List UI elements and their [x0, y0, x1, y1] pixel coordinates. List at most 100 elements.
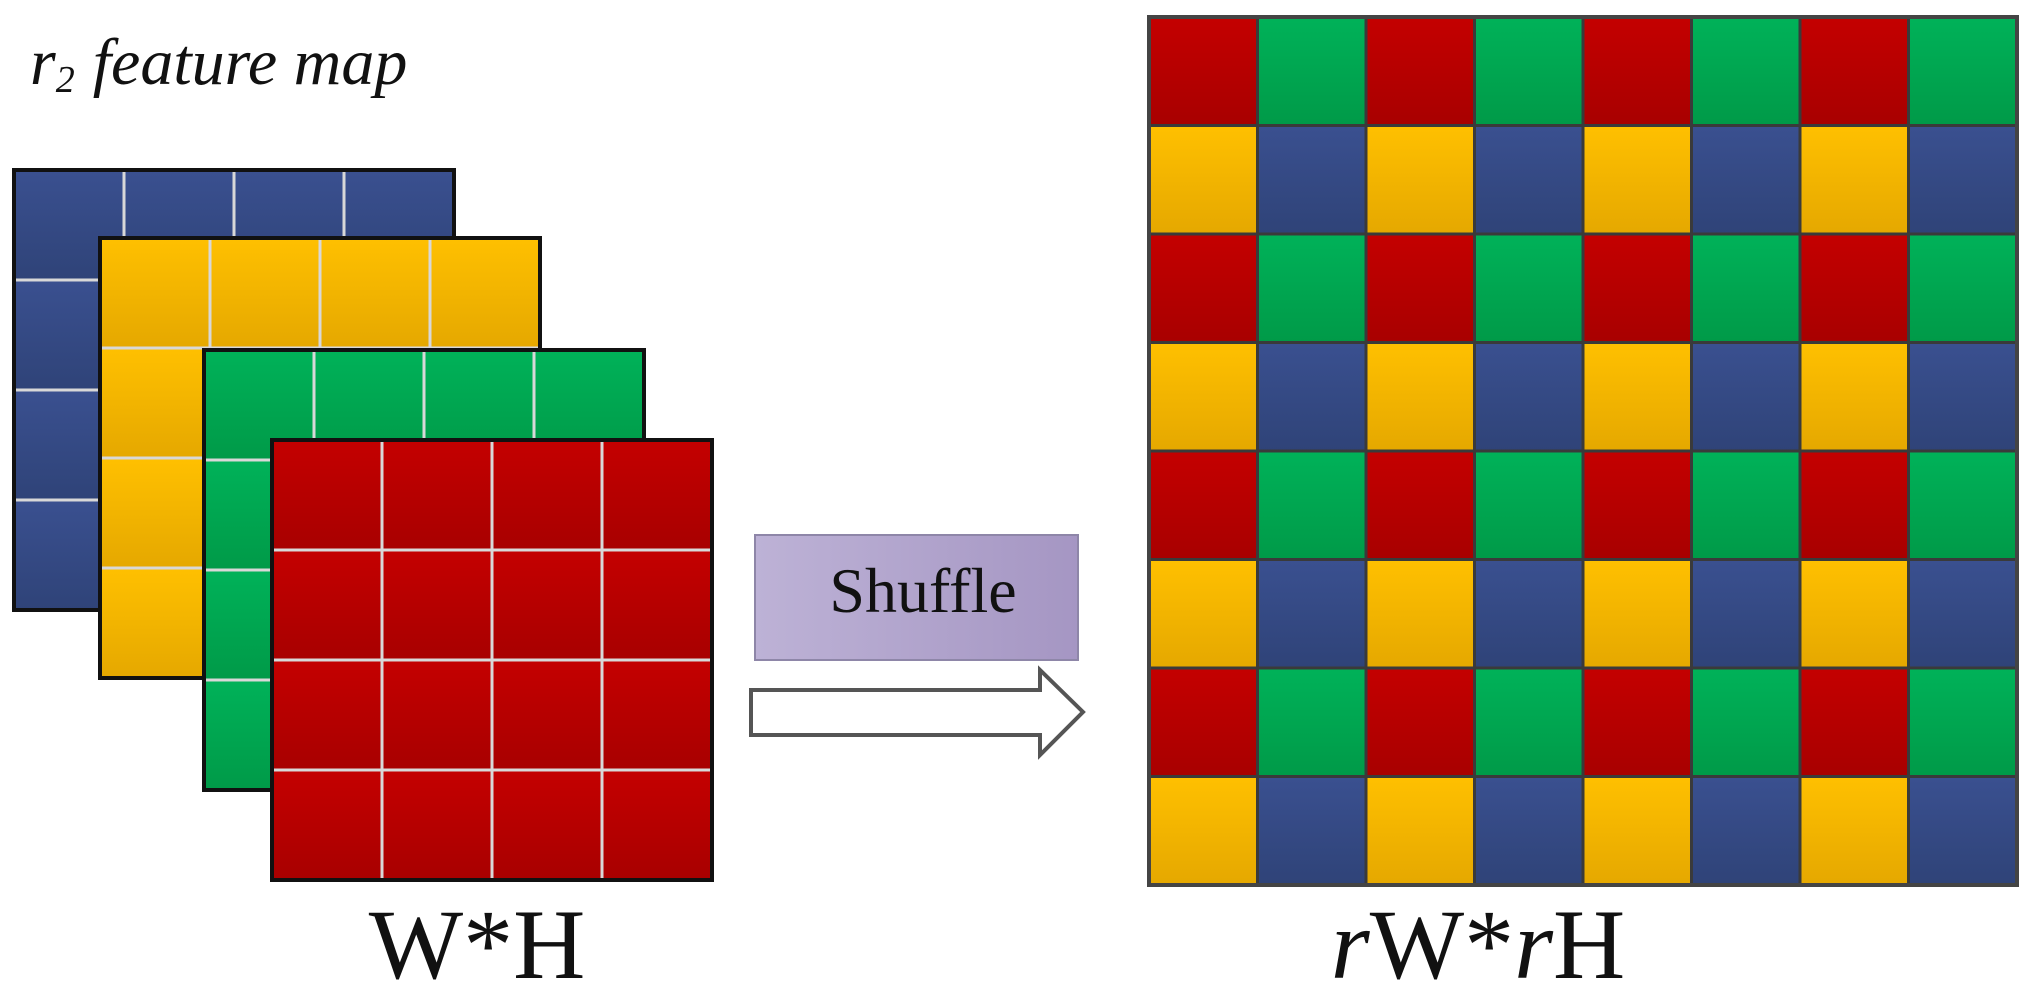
- output-cell-green: [1256, 666, 1368, 778]
- output-cell-blue: [1907, 124, 2019, 236]
- input-layer-yellow-cell: [98, 346, 212, 460]
- output-cell-green: [1907, 449, 2019, 561]
- output-cell-yellow: [1581, 558, 1693, 670]
- output-high-resolution-grid: [1147, 15, 2019, 887]
- output-cell-red: [1798, 15, 1910, 127]
- output-cell-red: [1798, 666, 1910, 778]
- input-layer-yellow-cell: [98, 456, 212, 570]
- input-layer-yellow-cell: [318, 236, 432, 350]
- output-cell-green: [1690, 232, 1802, 344]
- output-cell-red: [1581, 666, 1693, 778]
- input-layer-red-border: [270, 438, 714, 882]
- shuffle-box: Shuffle: [754, 534, 1079, 661]
- input-layer-red-cell: [270, 768, 384, 882]
- input-feature-map-stack: [12, 168, 714, 882]
- output-cell-blue: [1256, 775, 1368, 887]
- output-cell-yellow: [1581, 124, 1693, 236]
- input-layer-red-cell: [490, 658, 604, 772]
- output-cell-yellow: [1581, 775, 1693, 887]
- output-label-r2: r: [1514, 889, 1554, 993]
- output-dimension-label: rW*rH: [1331, 889, 1625, 993]
- output-cell-blue: [1473, 124, 1585, 236]
- output-cell-green: [1473, 666, 1585, 778]
- output-cell-blue: [1256, 341, 1368, 453]
- output-cell-yellow: [1798, 558, 1910, 670]
- output-cell-yellow: [1147, 341, 1259, 453]
- input-layer-red-cell: [380, 438, 494, 552]
- title-subscript: 2: [56, 59, 75, 101]
- input-layer-red-cell: [490, 768, 604, 882]
- title-text: feature map: [93, 26, 408, 99]
- output-cell-red: [1798, 232, 1910, 344]
- output-cell-red: [1581, 15, 1693, 127]
- output-cell-blue: [1690, 341, 1802, 453]
- output-cell-green: [1256, 232, 1368, 344]
- shuffle-box-background: [754, 534, 1079, 661]
- input-layer-red-cell: [380, 548, 494, 662]
- input-layer-red-cell: [600, 548, 714, 662]
- output-cell-blue: [1256, 558, 1368, 670]
- input-layer-red-cell: [490, 548, 604, 662]
- output-cell-green: [1690, 449, 1802, 561]
- input-layer-yellow-cell: [98, 566, 212, 680]
- output-cell-green: [1256, 15, 1368, 127]
- input-layer-yellow-cell: [428, 236, 542, 350]
- output-label-r1: r: [1331, 889, 1371, 993]
- output-cell-blue: [1690, 775, 1802, 887]
- output-cell-green: [1907, 666, 2019, 778]
- input-layer-red-cell: [600, 438, 714, 552]
- output-cell-green: [1256, 449, 1368, 561]
- output-cell-red: [1581, 449, 1693, 561]
- output-cell-blue: [1690, 124, 1802, 236]
- output-cell-blue: [1690, 558, 1802, 670]
- output-cell-green: [1473, 232, 1585, 344]
- input-layer-red-cell: [600, 768, 714, 882]
- output-cell-red: [1364, 449, 1476, 561]
- shuffle-arrow-icon: [749, 665, 1086, 760]
- output-cell-blue: [1907, 775, 2019, 887]
- input-layer-yellow-cell: [98, 236, 212, 350]
- output-cell-red: [1147, 15, 1259, 127]
- output-cell-blue: [1907, 341, 2019, 453]
- output-cell-yellow: [1798, 124, 1910, 236]
- output-cell-yellow: [1147, 558, 1259, 670]
- input-dimension-label: W*H: [369, 889, 586, 993]
- shuffle-label: Shuffle: [829, 555, 1016, 626]
- output-cell-green: [1690, 666, 1802, 778]
- output-cell-red: [1147, 232, 1259, 344]
- output-cell-green: [1907, 232, 2019, 344]
- output-cell-red: [1364, 232, 1476, 344]
- output-cell-green: [1473, 15, 1585, 127]
- output-cell-blue: [1256, 124, 1368, 236]
- output-cell-yellow: [1364, 341, 1476, 453]
- output-cell-blue: [1473, 341, 1585, 453]
- input-layer-yellow-cell: [208, 236, 322, 350]
- input-layer-red-cell: [380, 658, 494, 772]
- input-layer-red-cell: [270, 438, 384, 552]
- input-layer-red: [270, 438, 714, 882]
- input-layer-red-cell: [270, 658, 384, 772]
- output-cell-yellow: [1364, 124, 1476, 236]
- output-cell-red: [1798, 449, 1910, 561]
- output-cell-red: [1147, 449, 1259, 561]
- input-layer-red-cell: [600, 658, 714, 772]
- output-grid-border: [1147, 15, 2019, 887]
- output-cell-green: [1690, 15, 1802, 127]
- output-cell-blue: [1907, 558, 2019, 670]
- input-layer-red-cell: [270, 548, 384, 662]
- output-label-h: H: [1553, 889, 1625, 993]
- output-cell-yellow: [1581, 341, 1693, 453]
- output-cell-red: [1581, 232, 1693, 344]
- output-cell-red: [1364, 666, 1476, 778]
- output-cell-yellow: [1798, 775, 1910, 887]
- output-label-w: W*: [1370, 889, 1514, 993]
- output-cell-blue: [1473, 775, 1585, 887]
- output-cell-green: [1907, 15, 2019, 127]
- output-cell-yellow: [1364, 775, 1476, 887]
- output-cell-green: [1473, 449, 1585, 561]
- output-cell-yellow: [1798, 341, 1910, 453]
- output-cell-yellow: [1147, 124, 1259, 236]
- output-cell-red: [1364, 15, 1476, 127]
